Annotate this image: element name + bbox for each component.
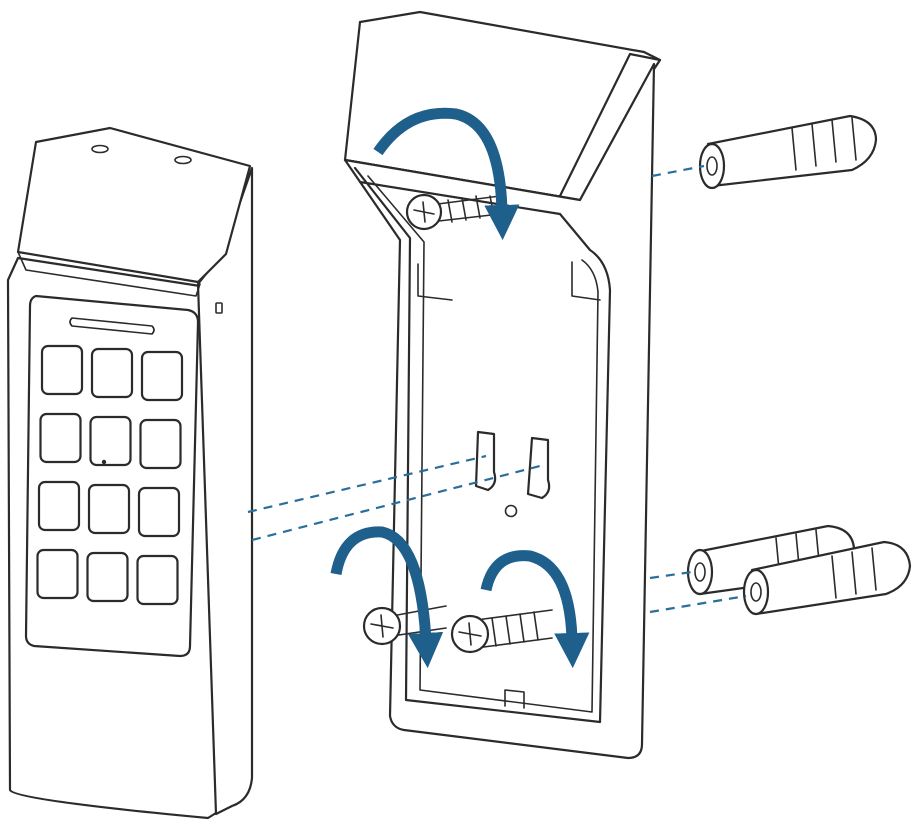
wall-anchor-icon [686, 114, 912, 616]
rotate-arrow-bottom-left [330, 526, 444, 669]
wall-anchor-top [698, 114, 878, 190]
keypad-key [136, 554, 179, 606]
cap-hole-left [91, 144, 109, 154]
wall-anchor-bottom-front [742, 540, 912, 616]
rotate-arrow-top [373, 107, 520, 241]
keypad-side-face [196, 166, 254, 816]
bracket-slot-left [417, 263, 453, 301]
keypad-key [36, 548, 79, 600]
keypad-key [90, 347, 134, 399]
rotate-arrow-bottom-right [480, 550, 590, 669]
bracket-hook-right [526, 436, 551, 500]
alignment-guides [247, 164, 747, 614]
keypad-key [137, 486, 181, 538]
guide-anchor-top [651, 164, 705, 178]
bracket-bottom-notch [504, 689, 525, 709]
guide-keypad-to-hook-left [247, 454, 487, 514]
keypad-key [40, 344, 84, 396]
keypad-top-cap [16, 126, 252, 284]
screw-top [405, 193, 501, 231]
keypad-key [140, 350, 184, 402]
key-center-dot [101, 459, 107, 465]
display-slot [69, 317, 155, 335]
wall-bracket-icon [343, 10, 662, 760]
bracket-recess-inner [367, 175, 599, 713]
keypad-key [87, 483, 131, 535]
key-grid [36, 344, 184, 606]
keypad-key [89, 415, 132, 467]
keypad-key [86, 551, 129, 603]
guide-anchor-bottom-front [649, 594, 747, 614]
bracket-hook-left [474, 430, 497, 492]
rotate-arrow-icon [330, 107, 590, 669]
keypad-key [39, 412, 82, 464]
keypad-cap-edge [17, 251, 201, 297]
bracket-recess [353, 166, 612, 724]
keypad-key [139, 418, 182, 470]
cap-hole-right [174, 155, 192, 165]
screw-bottom-right [450, 609, 553, 654]
side-button [215, 302, 223, 314]
guide-keypad-to-hook-right [251, 464, 541, 542]
bracket-center-hole [504, 504, 518, 518]
keypad-device-icon [6, 126, 254, 820]
guide-anchor-bottom-back [649, 570, 693, 580]
bracket-slot-right [571, 261, 601, 301]
keypad-key [37, 480, 81, 532]
